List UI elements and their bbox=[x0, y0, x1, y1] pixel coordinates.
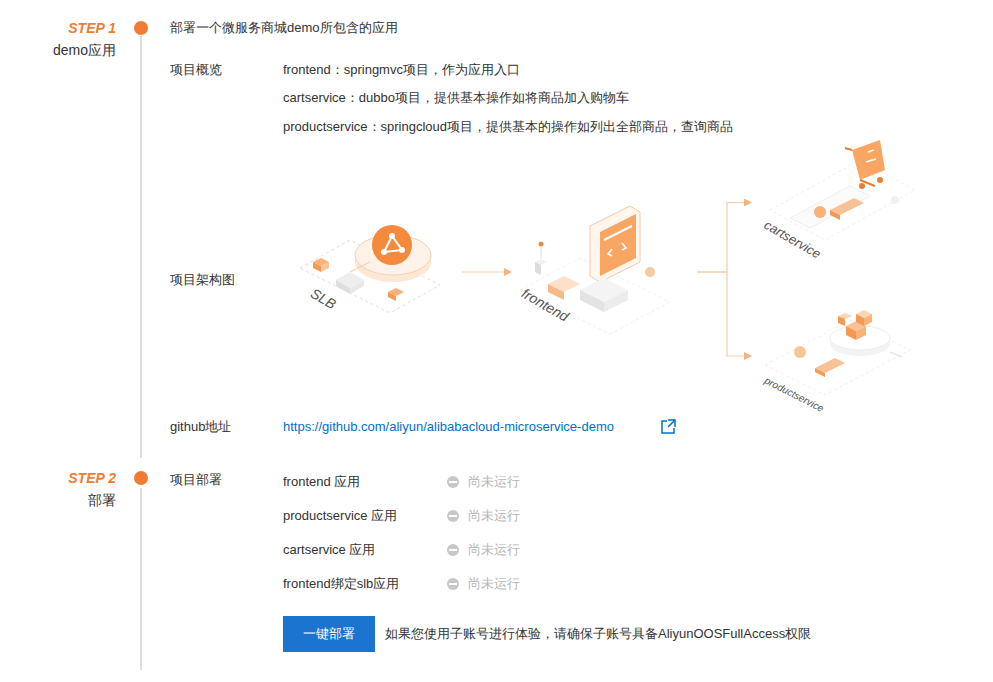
button-text: 一键部署 bbox=[303, 625, 355, 643]
status-text: 尚未运行 bbox=[468, 575, 520, 593]
service-label: productservice bbox=[761, 373, 826, 417]
row-heading: 项目架构图 bbox=[170, 271, 235, 289]
slb-node: SLB bbox=[300, 222, 442, 322]
row-heading: 项目部署 bbox=[170, 471, 222, 489]
cartservice-node: cartservice bbox=[755, 140, 917, 265]
overview-line: frontend：springmvc项目，作为应用入口 bbox=[283, 61, 520, 79]
productservice-node: productservice bbox=[755, 300, 917, 412]
overview-line: cartservice：dubbo项目，提供基本操作如将商品加入购物车 bbox=[283, 89, 629, 107]
service-label: frontend bbox=[519, 285, 571, 325]
timeline-line bbox=[140, 36, 142, 458]
step-name: demo应用 bbox=[53, 41, 116, 59]
step-title: STEP 2 bbox=[68, 469, 116, 487]
flow-arrow bbox=[697, 203, 751, 273]
app-name: frontend绑定slb应用 bbox=[283, 575, 399, 593]
frontend-node: frontend bbox=[515, 222, 677, 322]
app-name: productservice 应用 bbox=[283, 507, 397, 525]
row-heading: github地址 bbox=[170, 418, 231, 436]
service-label: SLB bbox=[308, 285, 339, 312]
flow-arrow bbox=[462, 271, 511, 272]
service-label: cartservice bbox=[761, 217, 823, 262]
step-description: 部署一个微服务商城demo所包含的应用 bbox=[170, 19, 398, 37]
timeline-line bbox=[140, 488, 142, 670]
overview-line: productservice：springcloud项目，提供基本的操作如列出全… bbox=[283, 118, 733, 136]
row-heading: 项目概览 bbox=[170, 61, 222, 79]
permission-note: 如果您使用子账号进行体验，请确保子账号具备AliyunOOSFullAccess… bbox=[385, 625, 811, 643]
status-icon-bar bbox=[449, 481, 457, 585]
status-text: 尚未运行 bbox=[468, 507, 520, 525]
step-dot bbox=[134, 21, 148, 35]
step-dot bbox=[134, 471, 148, 485]
cartservice-illustration bbox=[770, 140, 915, 240]
frontend-illustration bbox=[520, 206, 670, 334]
flow-arrow bbox=[697, 272, 751, 356]
status-icon bbox=[447, 476, 459, 590]
github-link: https://github.com/aliyun/alibabacloud-m… bbox=[283, 418, 614, 436]
app-name: frontend 应用 bbox=[283, 473, 360, 491]
external-link-icon bbox=[662, 420, 675, 433]
status-text: 尚未运行 bbox=[468, 473, 520, 491]
step-title: STEP 1 bbox=[68, 19, 116, 37]
status-text: 尚未运行 bbox=[468, 541, 520, 559]
step-name: 部署 bbox=[88, 491, 116, 509]
slb-illustration bbox=[300, 225, 440, 313]
deploy-button: 一键部署 bbox=[283, 616, 375, 652]
app-name: cartservice 应用 bbox=[283, 541, 375, 559]
